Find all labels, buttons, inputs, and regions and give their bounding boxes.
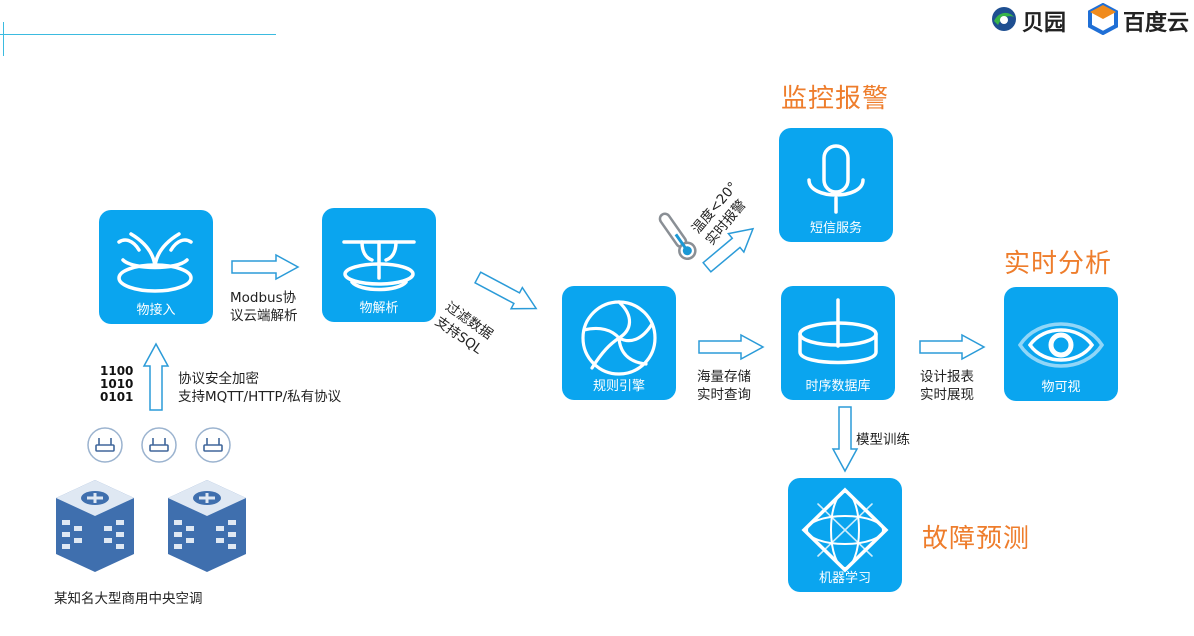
tile-tsdb[interactable]: 时序数据库 <box>781 286 895 400</box>
tile-machine-learning[interactable]: 机器学习 <box>788 478 902 592</box>
heading-realtime-analysis: 实时分析 <box>1004 249 1113 279</box>
arrow-modbus-right <box>231 253 300 281</box>
note-storage-line2: 实时查询 <box>697 387 751 403</box>
beiyuan-logo-icon <box>992 7 1016 31</box>
note-protocol-line2: 支持MQTT/HTTP/私有协议 <box>178 389 342 405</box>
heading-alarm: 监控报警 <box>781 84 890 114</box>
note-storage-line1: 海量存储 <box>697 369 751 385</box>
tile-rule-engine[interactable]: 规则引擎 <box>562 286 676 400</box>
note-modbus-line1: Modbus协 <box>230 290 297 306</box>
note-report-line1: 设计报表 <box>920 369 974 385</box>
note-report-line2: 实时展现 <box>920 387 974 403</box>
tile-device-access-label: 物接入 <box>136 303 176 318</box>
arrow-report-right <box>919 333 986 361</box>
tile-sms-service-label: 短信服务 <box>809 221 862 236</box>
microphone-icon <box>807 144 865 214</box>
parser-icon <box>342 240 416 292</box>
tile-visualization-label: 物可视 <box>1041 380 1081 395</box>
tile-machine-learning-label: 机器学习 <box>818 571 871 586</box>
note-protocol-line1: 协议安全加密 <box>178 371 259 387</box>
tile-device-parse-label: 物解析 <box>359 301 399 316</box>
arrow-model-down <box>831 406 859 473</box>
arrow-storage-right <box>698 333 765 361</box>
arrow-protocol-up <box>142 342 170 411</box>
database-disc-icon <box>798 298 878 365</box>
tile-sms-service[interactable]: 短信服务 <box>779 128 893 242</box>
tile-rule-engine-label: 规则引擎 <box>592 379 645 394</box>
tile-device-parse[interactable]: 物解析 <box>322 208 436 322</box>
baidu-cloud-logo-icon <box>1088 3 1118 35</box>
header-accent-line <box>0 34 276 35</box>
tile-tsdb-label: 时序数据库 <box>805 379 871 394</box>
note-model-training: 模型训练 <box>856 432 910 448</box>
header-accent-tick <box>3 22 4 56</box>
baidu-cloud-logo-text: 百度云 <box>1123 11 1190 36</box>
binary-line: 0101 <box>100 390 134 404</box>
diamond-globe-icon <box>801 487 889 573</box>
binary-code-block: 1100 1010 0101 <box>100 365 133 404</box>
ac-unit-icon <box>56 480 134 572</box>
router-icon <box>87 427 123 463</box>
heading-fault-prediction: 故障预测 <box>922 524 1031 554</box>
tile-visualization[interactable]: 物可视 <box>1004 287 1118 401</box>
eye-icon <box>1017 322 1105 368</box>
ac-unit-icon <box>168 480 246 572</box>
aperture-icon <box>581 300 657 376</box>
arrow-filter-down-right <box>474 271 538 310</box>
binary-line: 1100 <box>100 364 134 378</box>
satellite-dish-icon <box>117 232 193 293</box>
note-modbus-line2: 议云端解析 <box>230 308 298 324</box>
router-icon <box>195 427 231 463</box>
arrow-alarm-up-right <box>702 227 755 273</box>
tile-device-access[interactable]: 物接入 <box>99 210 213 324</box>
note-ac-caption: 某知名大型商用中央空调 <box>54 591 203 607</box>
thermometer-icon <box>658 212 697 260</box>
beiyuan-logo-text: 贝园 <box>1022 11 1067 36</box>
binary-line: 1010 <box>100 377 134 391</box>
router-icon <box>141 427 177 463</box>
